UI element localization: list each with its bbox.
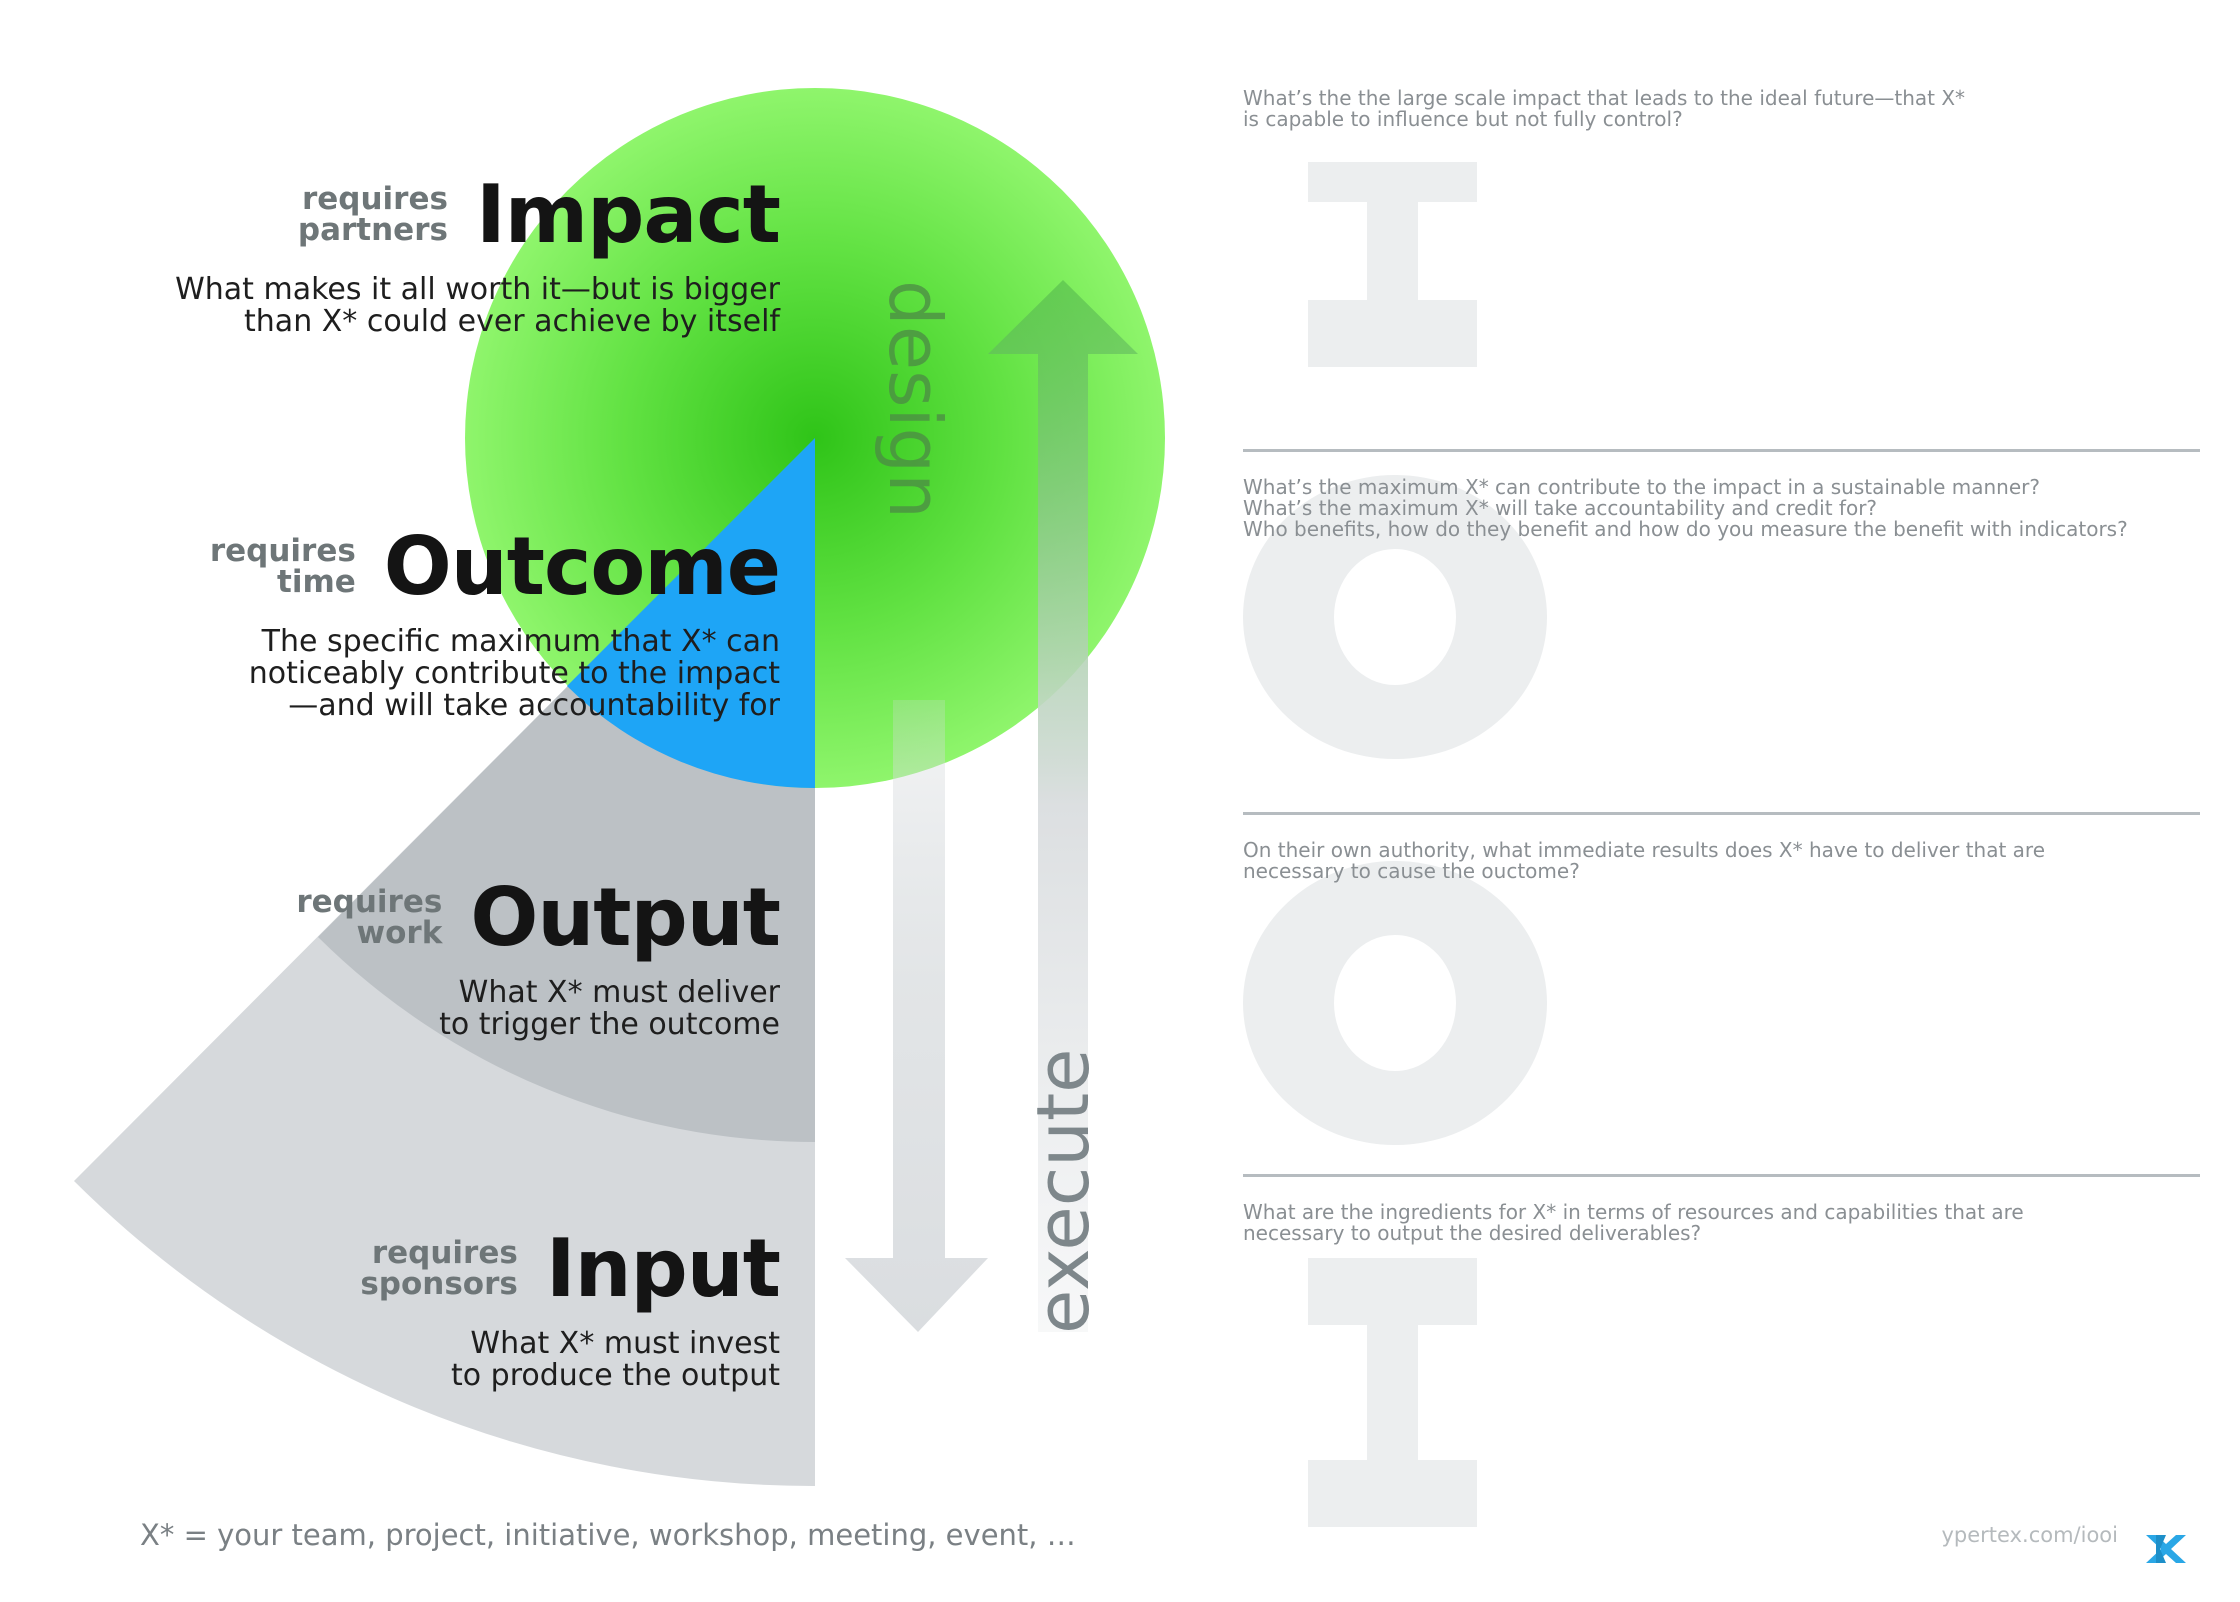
design-arrow [845, 700, 988, 1332]
question-output: On their own authority, what immediate r… [1243, 838, 2045, 883]
level-outcome: requires time Outcome The specific maxim… [209, 520, 781, 723]
watermark-o1-hole [1334, 549, 1456, 685]
level-output: requires work Output What X* must delive… [296, 871, 781, 1042]
outcome-wedge [567, 438, 815, 789]
outcome-description: The specific maximum that X* can noticea… [248, 624, 780, 723]
impact-title: Impact [475, 168, 781, 261]
design-label: design [873, 280, 957, 519]
output-requires: requires work [296, 884, 443, 951]
execute-arrow [988, 280, 1138, 1332]
separator-2 [1243, 812, 2200, 815]
source-credit-link[interactable]: ypertex.com/iooi [1941, 1523, 2119, 1547]
impact-description: What makes it all worth it—but is bigger… [175, 272, 780, 339]
execute-label: execute [1021, 1049, 1105, 1334]
separator-1 [1243, 449, 2200, 452]
level-impact: requires partners Impact What makes it a… [175, 168, 781, 339]
impact-requires: requires partners [297, 181, 448, 248]
input-requires: requires sponsors [360, 1235, 518, 1302]
input-title: Input [545, 1222, 781, 1315]
separator-3 [1243, 1174, 2200, 1177]
output-description: What X* must deliver to trigger the outc… [439, 975, 780, 1042]
watermark-letter-impact [1308, 162, 1477, 367]
question-impact: What’s the the large scale impact that l… [1243, 86, 1966, 131]
outcome-requires: requires time [209, 533, 356, 600]
ypertex-logo [2146, 1535, 2186, 1563]
x-star-footnote: X* = your team, project, initiative, wor… [140, 1518, 1076, 1552]
output-title: Output [470, 871, 781, 964]
question-outcome: What’s the maximum X* can contribute to … [1243, 475, 2128, 541]
level-input: requires sponsors Input What X* must inv… [360, 1222, 781, 1393]
question-input: What are the ingredients for X* in terms… [1243, 1200, 2024, 1245]
watermark-letters [1243, 162, 1547, 1527]
input-description: What X* must invest to produce the outpu… [451, 1326, 780, 1393]
watermark-letter-input [1308, 1258, 1477, 1527]
outcome-title: Outcome [383, 520, 781, 613]
watermark-o2-hole [1334, 935, 1456, 1071]
